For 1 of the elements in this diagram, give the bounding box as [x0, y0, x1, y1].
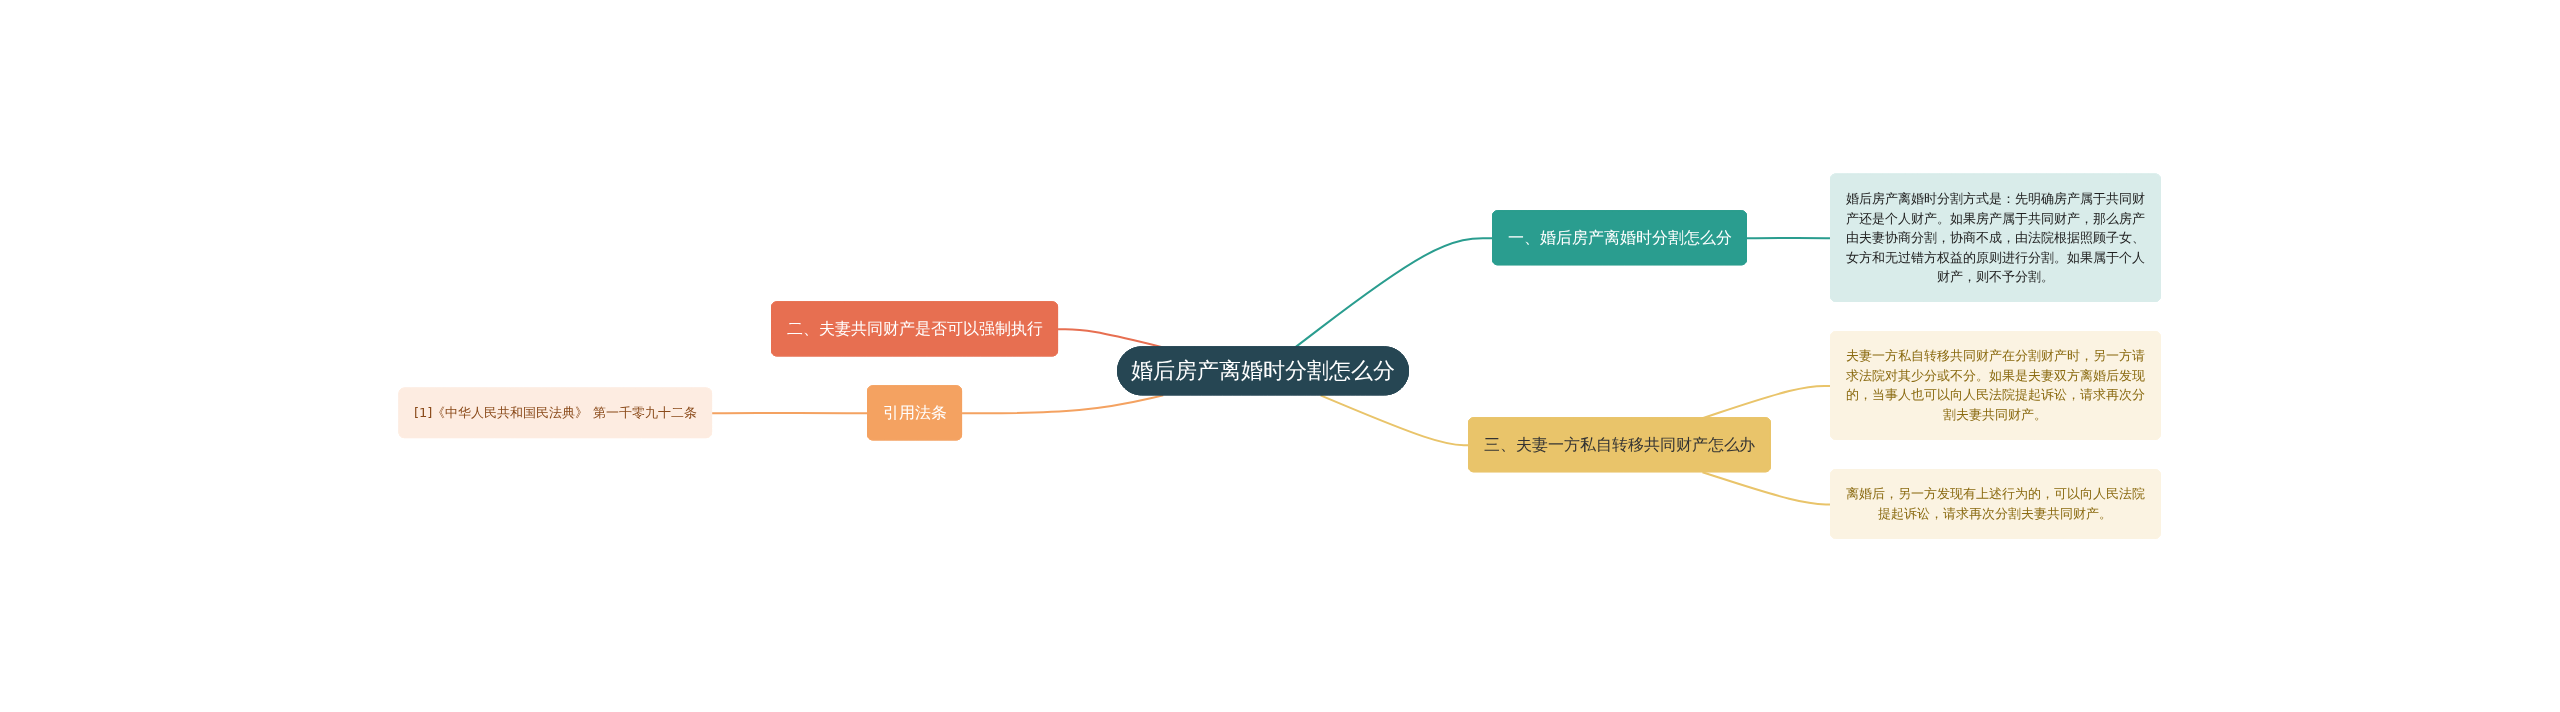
connector	[961, 394, 1165, 415]
